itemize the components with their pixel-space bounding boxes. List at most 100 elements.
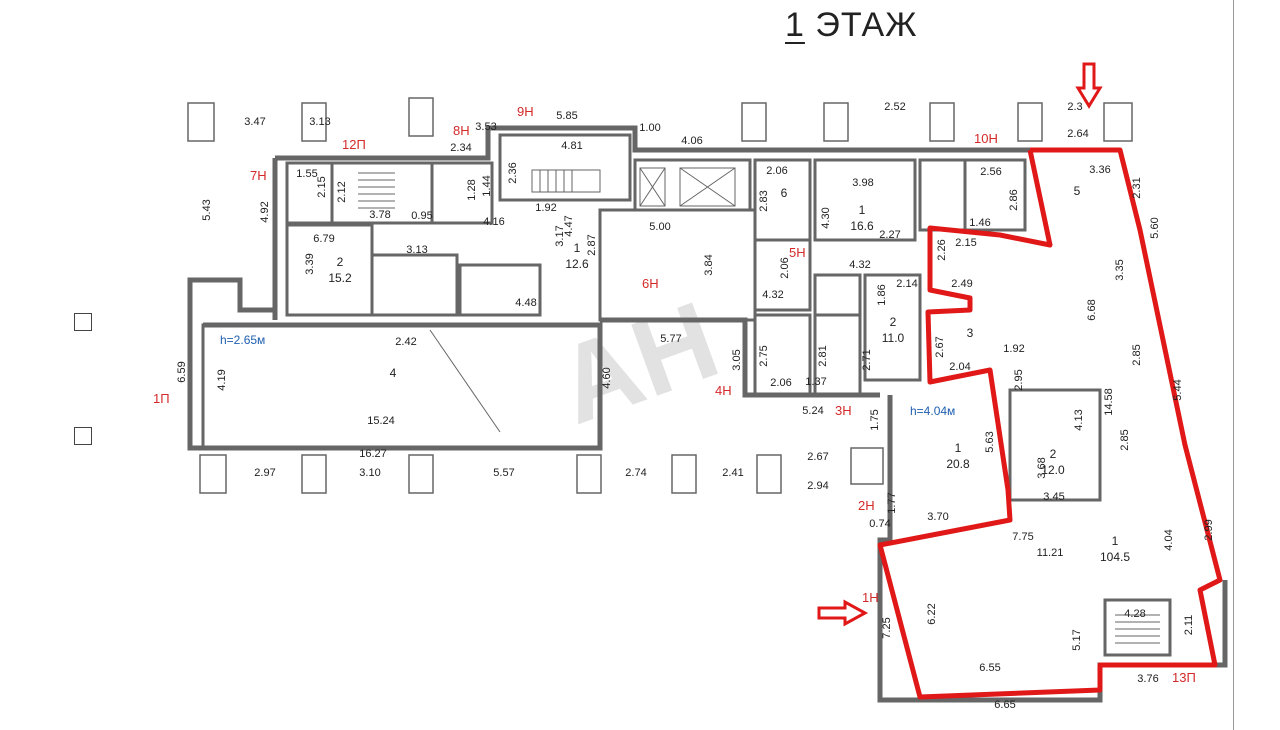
room-number: 5 [1074, 184, 1081, 198]
dimension-label: 4.48 [515, 297, 536, 309]
dimension-label: 11.21 [1037, 547, 1064, 559]
dimension-label: 2.04 [949, 361, 970, 373]
dimension-label: 3.13 [406, 244, 427, 256]
room-area: 12.0 [1041, 463, 1065, 477]
dimension-label: 2.34 [450, 142, 471, 154]
mark-4n: 4Н [715, 383, 732, 398]
dimension-label: 2.81 [817, 345, 829, 366]
room-number: 1 [955, 441, 962, 455]
height-label-right: h=4.04м [910, 404, 955, 418]
dimension-label: 2.12 [336, 181, 348, 202]
dimension-label: 3.70 [927, 511, 948, 523]
marks-group: 1П 12П 7Н 8Н 9Н 6Н 5Н 4Н 3Н 2Н 1Н 10Н 13… [153, 104, 1196, 685]
dimension-label: 2.86 [1008, 189, 1020, 210]
dimension-label: 1.44 [481, 175, 493, 196]
dimension-label: 7.25 [881, 617, 893, 638]
mark-2n: 2Н [858, 498, 875, 513]
legend-box-bottom [74, 427, 92, 445]
dimension-label: 2.95 [1013, 369, 1025, 390]
dimension-label: 1.86 [876, 284, 888, 305]
dimension-label: 3.35 [1114, 259, 1126, 280]
room-number: 2 [1050, 447, 1057, 461]
dimension-label: 2.74 [625, 467, 646, 479]
room-area: 12.6 [565, 257, 589, 271]
dimension-label: 4.06 [681, 135, 702, 147]
dimension-label: 6.68 [1086, 299, 1098, 320]
dimension-label: 1.55 [296, 168, 317, 180]
dimension-label: 5.77 [660, 333, 681, 345]
room-area: 20.8 [946, 457, 970, 471]
highlighted-premises-outline [877, 147, 1223, 700]
dimension-label: 0.95 [411, 210, 432, 222]
dimension-label: 5.57 [493, 467, 514, 479]
floor-title: 1 ЭТАЖ [785, 6, 918, 45]
dimension-label: 2.85 [1119, 429, 1131, 450]
legend-box-top [74, 313, 92, 331]
dimension-label: 3.36 [1089, 164, 1110, 176]
dimension-label: 4.04 [1163, 529, 1175, 550]
room-number: 6 [781, 186, 788, 200]
dimension-label: 2.83 [758, 190, 770, 211]
dimension-label: 2.06 [770, 377, 791, 389]
room-labels-group: 1 20.8 2 12.0 1 104.5 1 16.6 1 12.6 2 15… [328, 184, 1130, 564]
dimension-label: 5.44 [1172, 379, 1184, 400]
dimension-label: 4.28 [1124, 608, 1145, 620]
mark-8n: 8Н [453, 123, 470, 138]
room-number: 1 [574, 241, 581, 255]
dimension-label: 3.45 [1043, 491, 1064, 503]
mark-10n: 10Н [974, 131, 998, 146]
dimension-label: 2.3 [1067, 101, 1082, 113]
dimension-label: 3.98 [852, 177, 873, 189]
outer-walls [187, 125, 1228, 703]
dimension-label: 1.92 [1003, 343, 1024, 355]
dimension-label: 5.43 [201, 199, 213, 220]
dimension-label: 2.06 [766, 165, 787, 177]
dimension-label: 2.42 [395, 336, 416, 348]
dimension-label: 2.27 [879, 229, 900, 241]
dimension-label: 3.13 [309, 116, 330, 128]
mark-9n: 9Н [517, 104, 534, 119]
room-number: 4 [390, 366, 397, 380]
dimension-label: 3.17 [554, 225, 566, 246]
watermark-text: AH [542, 278, 733, 448]
dimension-label: 14.58 [1103, 388, 1115, 416]
mark-3n: 3Н [835, 403, 852, 418]
room-number: 2 [337, 255, 344, 269]
entrance-arrows [817, 62, 1103, 627]
dimension-label: 1.00 [639, 122, 660, 134]
dimension-label: 6.59 [176, 361, 188, 382]
room-area: 15.2 [328, 271, 352, 285]
sheet-border-line [1233, 0, 1234, 730]
dimension-label: 4.13 [1073, 409, 1085, 430]
dimension-label: 6.55 [979, 662, 1000, 674]
mark-1p: 1П [153, 391, 170, 406]
dimension-label: 1.37 [805, 376, 826, 388]
dimension-label: 2.49 [951, 278, 972, 290]
dimension-label: 3.76 [1137, 673, 1158, 685]
dimension-label: 2.75 [758, 345, 770, 366]
room-number: 1 [859, 203, 866, 217]
dimension-label: 3.84 [703, 254, 715, 275]
dimension-label: 3.39 [304, 253, 316, 274]
dimension-label: 2.26 [936, 239, 948, 260]
dimension-label: 1.46 [969, 217, 990, 229]
dimension-label: 7.75 [1012, 531, 1033, 543]
dimension-label: 16.27 [359, 448, 387, 460]
dimension-label: 2.99 [1203, 519, 1215, 540]
dimension-label: 2.06 [779, 257, 791, 278]
dimension-label: 2.15 [955, 237, 976, 249]
room-area: 104.5 [1100, 550, 1130, 564]
entrance-arrow-left [817, 599, 869, 627]
dimension-label: 2.97 [254, 467, 275, 479]
floor-label: ЭТАЖ [815, 6, 918, 44]
floor-number: 1 [785, 6, 805, 44]
dimension-label: 1.77 [886, 492, 898, 513]
dimension-label: 3.78 [369, 209, 390, 221]
room-area: 11.0 [882, 331, 905, 345]
room-number: 3 [967, 326, 974, 340]
dimension-label: 6.22 [926, 603, 938, 624]
dimension-label: 4.47 [563, 215, 575, 236]
dimension-label: 2.56 [980, 166, 1001, 178]
